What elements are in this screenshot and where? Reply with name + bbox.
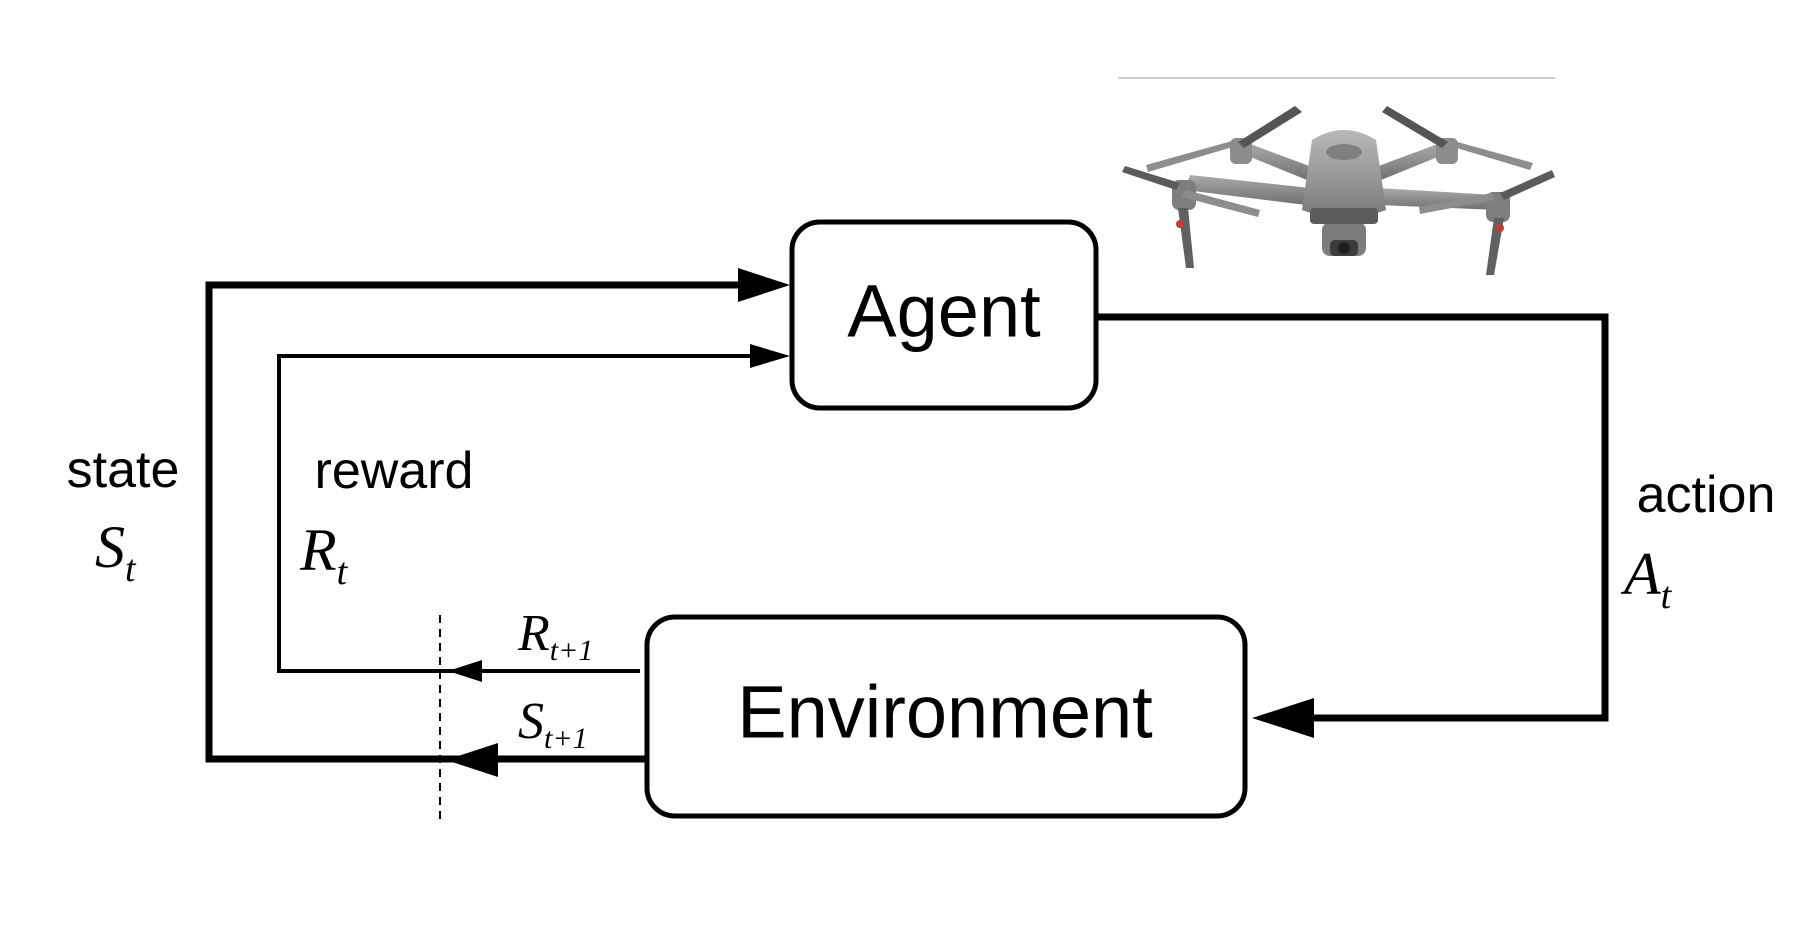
- action-arrowhead: [1252, 698, 1314, 738]
- state-feedback-line: [205, 281, 740, 763]
- environment-label: Environment: [737, 671, 1153, 754]
- reward-symbol: Rt: [299, 517, 349, 593]
- state-subscript: t: [125, 548, 137, 590]
- action-word: action: [1637, 466, 1776, 524]
- state-arrowhead: [738, 268, 790, 302]
- action-symbol: At: [1620, 541, 1673, 617]
- next-reward-subscript: t+1: [550, 634, 594, 667]
- next-state-arrowhead: [446, 743, 498, 777]
- reward-arrowhead: [750, 344, 790, 368]
- state-word: state: [67, 441, 180, 499]
- action-subscript: t: [1661, 575, 1673, 617]
- next-state-symbol: St+1: [518, 693, 588, 755]
- next-reward-arrowhead: [448, 660, 482, 682]
- next-reward-symbol: Rt+1: [517, 605, 593, 667]
- environment-box: [644, 614, 1248, 819]
- next-state-subscript: t+1: [544, 722, 588, 755]
- action-line: [1096, 313, 1609, 722]
- reward-word: reward: [315, 442, 474, 500]
- agent-label: Agent: [847, 270, 1041, 353]
- drone-icon: [1118, 77, 1555, 275]
- reward-subscript: t: [337, 551, 349, 593]
- state-symbol: St: [95, 514, 137, 590]
